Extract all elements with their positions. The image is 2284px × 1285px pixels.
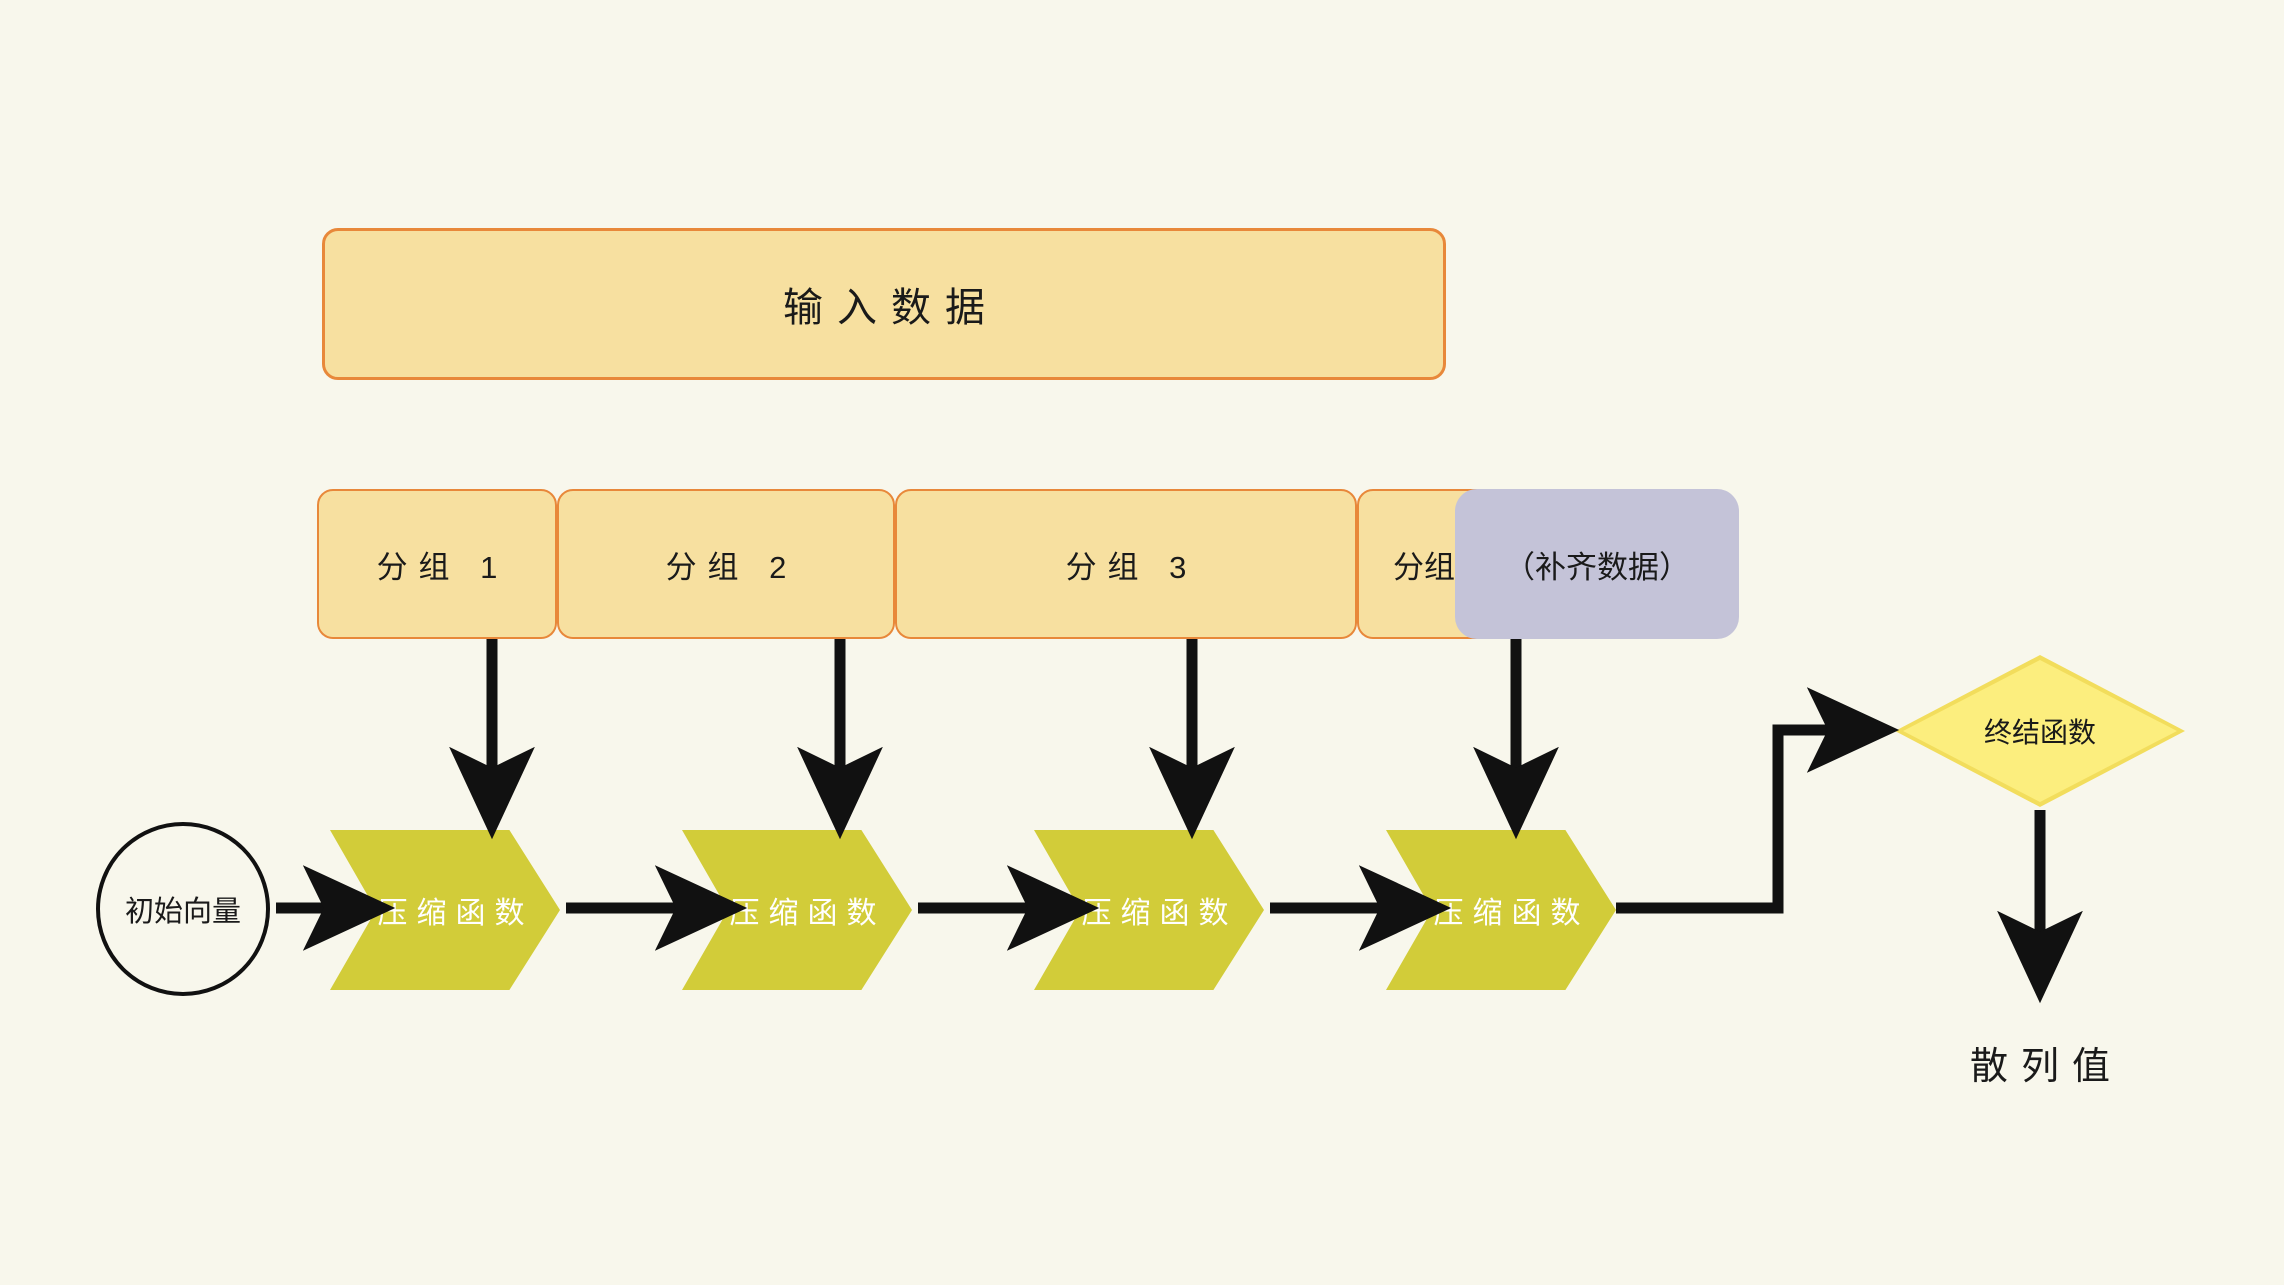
padding-data-box: （补齐数据） <box>1455 489 1739 639</box>
finalization-label: 终结函数 <box>1983 717 2096 748</box>
compression-label-3: 压缩函数 <box>1081 897 1238 930</box>
hash-value-label: 散列值 <box>1969 1046 2123 1088</box>
group-label-2: 分组 2 <box>665 549 798 585</box>
group-box-2: 分组 2 <box>557 489 895 639</box>
compression-chevron-3: 压缩函数 <box>1034 830 1264 990</box>
arrow-compression4-to-finalization <box>1616 687 1900 914</box>
compression-label-2: 压缩函数 <box>729 897 886 930</box>
compression-label-1: 压缩函数 <box>377 897 534 930</box>
group-label-1: 分组 1 <box>376 549 509 585</box>
group-box-3: 分组 3 <box>895 489 1357 639</box>
input-data-box: 输入数据 <box>322 228 1446 380</box>
initial-vector-label: 初始向量 <box>124 896 241 928</box>
group-box-1: 分组 1 <box>317 489 557 639</box>
group-label-3: 分组 3 <box>1065 549 1198 585</box>
initial-vector-node: 初始向量 <box>96 822 270 996</box>
compression-chevron-2: 压缩函数 <box>682 830 912 990</box>
padding-data-label: （补齐数据） <box>1504 549 1690 585</box>
compression-chevron-1: 压缩函数 <box>330 830 560 990</box>
compression-chevron-4: 压缩函数 <box>1386 830 1616 990</box>
input-data-label: 输入数据 <box>783 286 999 330</box>
compression-label-4: 压缩函数 <box>1433 897 1590 930</box>
finalization-diamond: 终结函数 <box>1895 655 2185 807</box>
